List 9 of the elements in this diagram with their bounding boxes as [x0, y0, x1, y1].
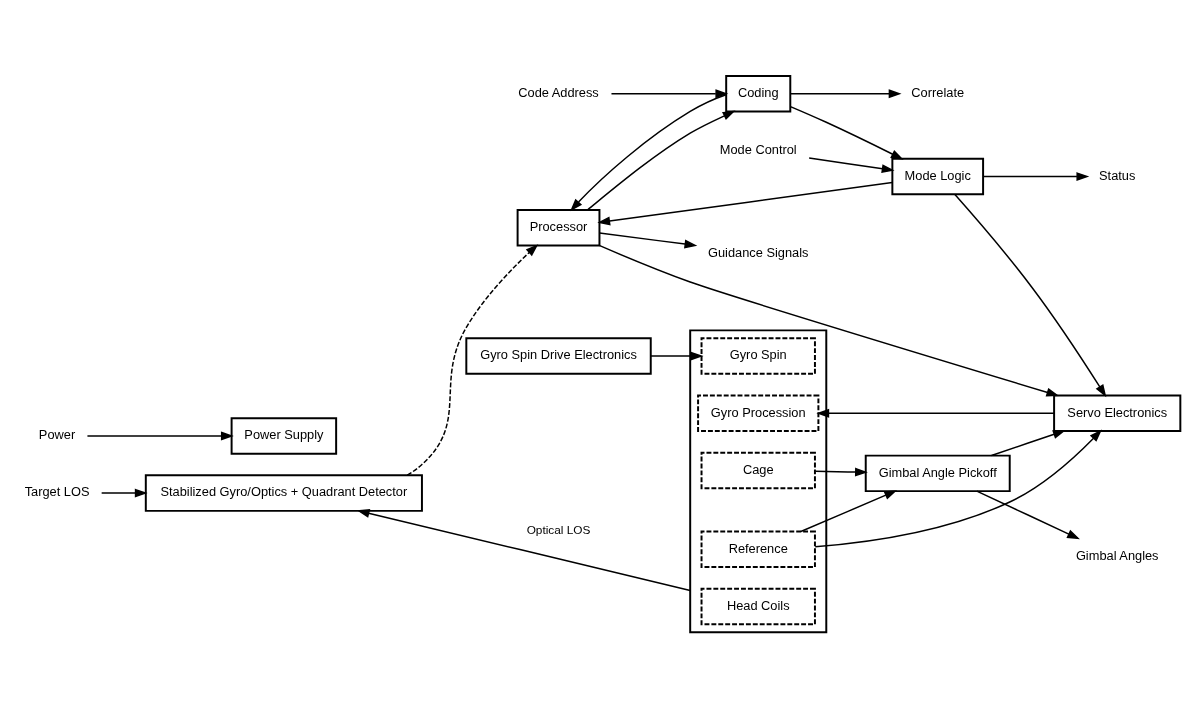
node-text: Mode Control [719, 142, 797, 158]
node-text: Gimbal Angles [1075, 547, 1159, 563]
node-text: Status [1099, 167, 1136, 183]
node-text: Correlate [911, 85, 965, 101]
node-text: Code Address [518, 85, 599, 101]
node-text: Target LOS [24, 484, 90, 500]
node-text: Power [38, 427, 76, 443]
node-text: Guidance Signals [708, 244, 809, 260]
edge-label: Optical LOS [526, 523, 591, 538]
